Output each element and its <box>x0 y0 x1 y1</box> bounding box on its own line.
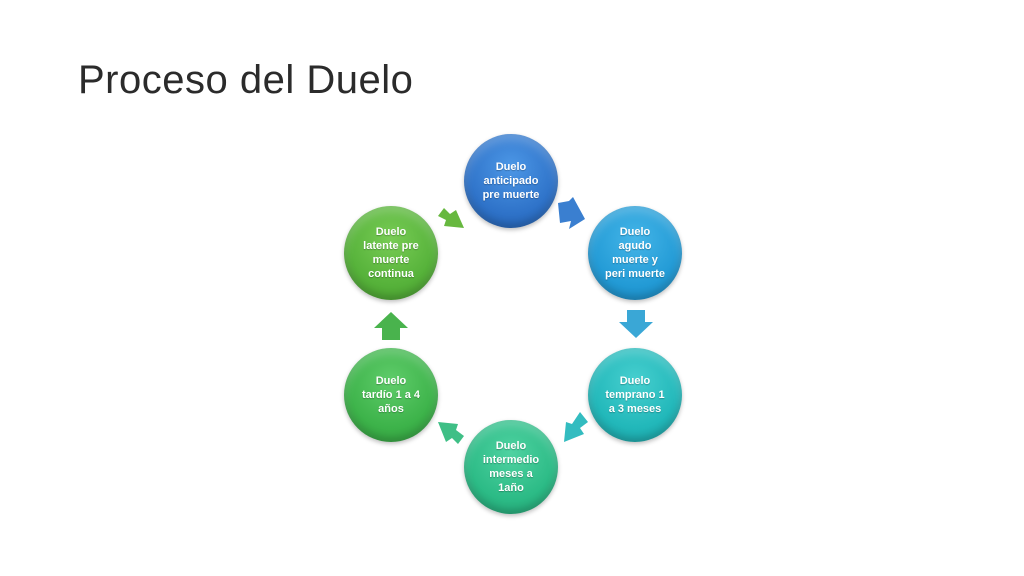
cycle-node-temprano[interactable]: Duelo temprano 1 a 3 meses <box>588 348 682 442</box>
cycle-node-label: Duelo anticipado pre muerte <box>482 161 540 201</box>
cycle-node-label: Duelo tardío 1 a 4 años <box>361 375 421 415</box>
cycle-node-label: Duelo temprano 1 a 3 meses <box>605 375 665 415</box>
cycle-arrow-3-icon <box>564 412 588 442</box>
cycle-node-label: Duelo latente pre muerte continua <box>363 226 419 280</box>
cycle-arrow-2-icon <box>619 310 653 338</box>
cycle-arrow-5-icon <box>374 312 408 340</box>
cycle-node-agudo[interactable]: Duelo agudo muerte y peri muerte <box>588 206 682 300</box>
cycle-node-intermedio[interactable]: Duelo intermedio meses a 1año <box>464 420 558 514</box>
cycle-node-label: Duelo intermedio meses a 1año <box>482 440 540 494</box>
slide-title: Proceso del Duelo <box>78 58 414 102</box>
cycle-node-anticipado[interactable]: Duelo anticipado pre muerte <box>464 134 558 228</box>
cycle-node-label: Duelo agudo muerte y peri muerte <box>605 226 665 280</box>
cycle-node-latente[interactable]: Duelo latente pre muerte continua <box>344 206 438 300</box>
cycle-arrow-6-icon <box>438 208 464 228</box>
cycle-node-tardio[interactable]: Duelo tardío 1 a 4 años <box>344 348 438 442</box>
cycle-arrow-1-icon <box>558 197 585 229</box>
cycle-arrow-4-icon <box>438 422 464 444</box>
